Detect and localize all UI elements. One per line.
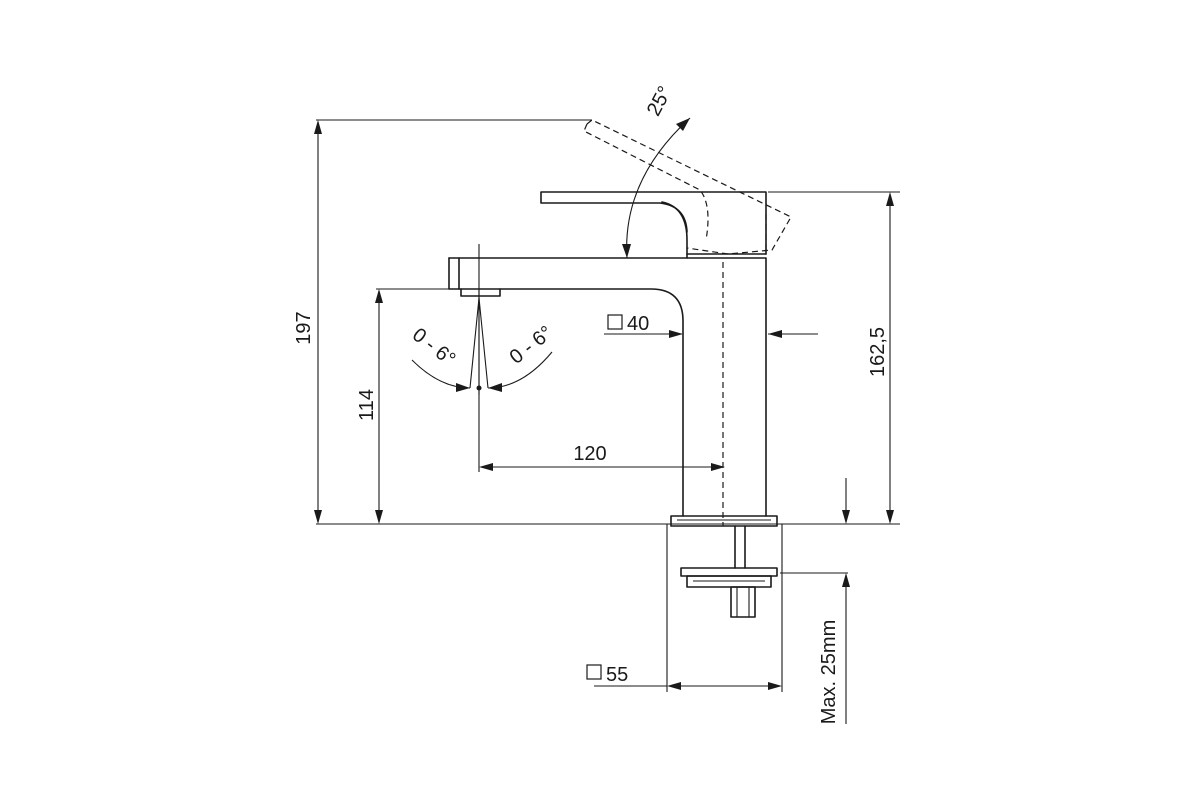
- square-symbol-55: [586, 664, 602, 680]
- dimension-max-deck: [842, 478, 850, 724]
- lever-angle-arc: [622, 117, 691, 259]
- extension-lines: [316, 119, 900, 692]
- dimension-197: [314, 120, 322, 524]
- mounting-hardware: [680, 525, 778, 618]
- lever-open: [583, 119, 792, 255]
- label-base-square: 55: [606, 664, 628, 686]
- square-symbol-40: [607, 314, 623, 330]
- dimension-114: [375, 289, 383, 524]
- label-body-square: 40: [627, 313, 649, 335]
- label-lever-angle: 25°: [643, 83, 677, 120]
- label-body-height: 162,5: [867, 327, 889, 377]
- base-plate: [670, 515, 778, 527]
- label-total-height: 197: [293, 311, 315, 344]
- label-max-deck: Max. 25mm: [818, 620, 840, 724]
- lever-closed: [540, 191, 767, 255]
- dimension-162-5: [886, 192, 894, 524]
- dimension-55: [667, 682, 782, 690]
- label-spout-reach: 120: [573, 443, 606, 465]
- aerator-swivel: [411, 244, 553, 395]
- dimension-40: [669, 330, 782, 338]
- label-spout-height: 114: [356, 389, 378, 421]
- label-aerator-angle-right: 0 - 6°: [506, 322, 557, 369]
- faucet-body: [448, 201, 767, 526]
